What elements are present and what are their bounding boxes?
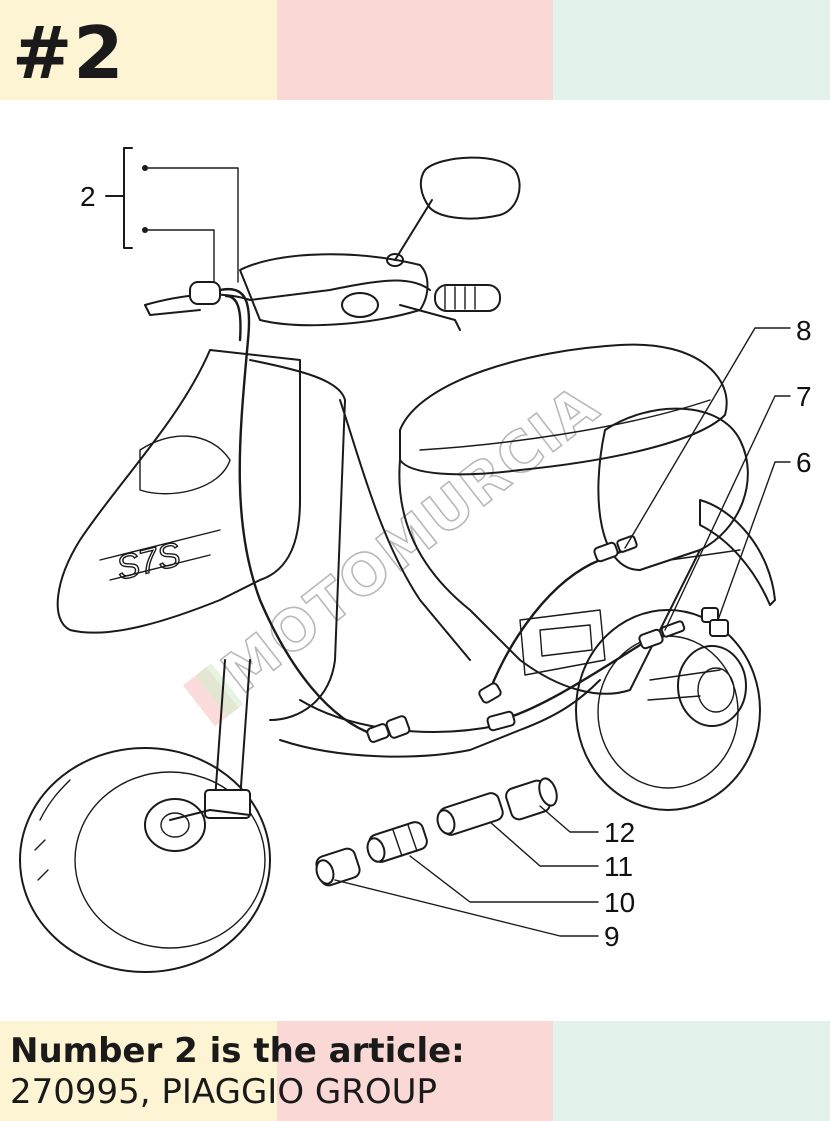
article-caption: Number 2 is the article: 270995, PIAGGIO… (10, 1030, 465, 1112)
brake-cables (478, 535, 686, 732)
callout-9: 9 (604, 921, 620, 952)
watermark-text: MOTOMURCIA (210, 373, 612, 707)
callout-7: 7 (796, 381, 812, 412)
svg-text:S7S: S7S (113, 535, 185, 587)
leader-lines (105, 147, 791, 937)
speedometer-cable (218, 287, 411, 743)
bushing-set (315, 777, 558, 887)
callout-11: 11 (604, 851, 633, 882)
callout-12: 12 (604, 817, 635, 848)
bottom-band-yellow (0, 1021, 277, 1121)
callout-2: 2 (80, 181, 96, 212)
top-band-pink (277, 0, 553, 100)
mirror (386, 156, 521, 267)
caption-heading: Number 2 is the article: (10, 1031, 465, 1071)
caption-detail: 270995, PIAGGIO GROUP (10, 1072, 438, 1112)
top-color-band (0, 0, 830, 100)
top-band-mint (553, 0, 830, 100)
handlebar (144, 253, 501, 331)
front-wheel (19, 747, 271, 973)
bottom-band-pink (277, 1021, 553, 1121)
scooter-drawing: MOTOMURCIA (19, 147, 812, 973)
front-shield: S7S (56, 349, 346, 721)
seat (399, 343, 728, 476)
adjuster-nut (701, 607, 729, 637)
parts-diagram: MOTOMURCIA (0, 100, 830, 1021)
callout-10: 10 (604, 887, 635, 918)
bottom-color-band (0, 1021, 830, 1121)
bottom-band-mint (553, 1021, 830, 1121)
front-fork (169, 659, 251, 821)
rear-bodywork (597, 407, 776, 606)
callout-8: 8 (796, 315, 812, 346)
item-number-badge: #2 (12, 11, 125, 95)
callout-6: 6 (796, 447, 812, 478)
top-band-yellow (0, 0, 277, 100)
